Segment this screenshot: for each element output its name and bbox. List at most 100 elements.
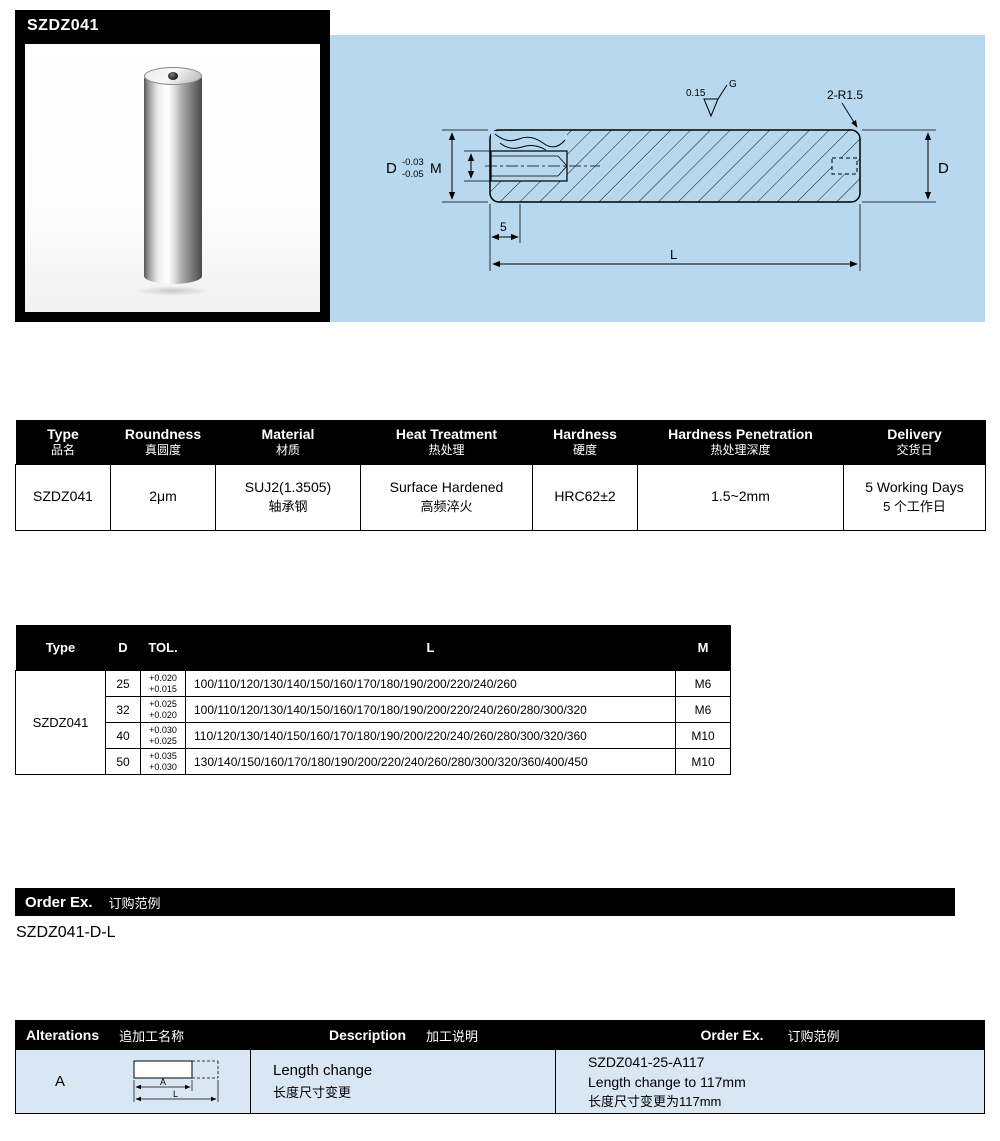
product-photo xyxy=(25,44,320,312)
dim-tol-lower: -0.05 xyxy=(402,169,424,180)
dim-lengths: 100/110/120/130/140/150/160/170/180/190/… xyxy=(185,696,676,723)
header-en: Heat Treatment xyxy=(395,426,498,442)
order-example-title-en: Order Ex. xyxy=(25,893,93,911)
delivery-en: 5 Working Days xyxy=(865,479,964,496)
spec-type: SZDZ041 xyxy=(15,463,111,531)
tol-upper: +0.020 xyxy=(149,672,177,683)
dim-m: M10 xyxy=(675,722,731,749)
corner-radius-leader xyxy=(841,102,858,128)
header-en: Type xyxy=(47,426,79,442)
dim-lengths: 110/120/130/140/150/160/170/180/190/200/… xyxy=(185,722,676,749)
spec-data-row: SZDZ041 2μm SUJ2(1.3505) 轴承钢 Surface Hard… xyxy=(15,463,986,531)
alteration-diagram: A L xyxy=(133,1060,219,1102)
dim-row: 40 +0.030+0.025 110/120/130/140/150/160/… xyxy=(16,722,731,749)
header-zh: 真圆度 xyxy=(144,443,181,458)
product-photo-box: SZDZ041 xyxy=(15,10,330,322)
dim-header-d: D xyxy=(105,625,141,671)
pin-top-face xyxy=(143,67,202,85)
order-example-header: Order Ex. 订购范例 xyxy=(15,888,955,916)
alteration-order-code: SZDZ041-25-A117 xyxy=(588,1053,705,1070)
finish-triangle-icon xyxy=(703,98,719,118)
header-en: Hardness xyxy=(553,426,617,442)
tol-lower: +0.025 xyxy=(149,735,177,746)
alteration-order-cell: SZDZ041-25-A117 Length change to 117mm 长… xyxy=(556,1050,984,1113)
alt-header-en: Order Ex. xyxy=(700,1027,764,1043)
alterations-header-name: Alterations 追加工名称 xyxy=(16,1026,251,1045)
dim-m: M6 xyxy=(675,696,731,723)
header-en: Delivery xyxy=(887,426,942,442)
dim-row: SZDZ041 25 +0.020+0.015 100/110/120/130/… xyxy=(15,670,731,775)
alteration-description-en: Length change xyxy=(273,1062,373,1079)
pin-body xyxy=(143,76,202,284)
tol-lower: +0.020 xyxy=(149,709,177,720)
pin-photo xyxy=(134,67,211,296)
alterations-header-row: Alterations 追加工名称 Description 加工说明 Order… xyxy=(16,1021,984,1049)
header-zh: 热处理 xyxy=(428,443,465,458)
alterations-table: Alterations 追加工名称 Description 加工说明 Order… xyxy=(15,1020,985,1114)
dim-label-D: D xyxy=(386,160,397,177)
alteration-order-desc-en: Length change to 117mm xyxy=(588,1073,746,1090)
delivery-zh: 5 个工作日 xyxy=(883,498,946,514)
hidden-center-hole xyxy=(831,157,858,175)
dim-header-m: M xyxy=(675,625,731,671)
tol-upper: +0.025 xyxy=(149,698,177,709)
spec-hardness: HRC62±2 xyxy=(532,463,638,531)
dim-lengths: 130/140/150/160/170/180/190/200/220/240/… xyxy=(185,748,676,775)
alterations-header-description: Description 加工说明 xyxy=(251,1026,556,1045)
dim-label-5: 5 xyxy=(500,220,507,234)
heat-zh: 高频淬火 xyxy=(420,498,473,514)
dim-tol-upper: -0.03 xyxy=(402,157,424,168)
dimension-table: Type D TOL. L M SZDZ041 25 +0.020+0.015 … xyxy=(15,625,731,775)
surface-finish-symbol: 0.15 G xyxy=(686,79,737,118)
header-zh: 材质 xyxy=(275,443,300,458)
finish-value: 0.15 xyxy=(686,88,706,99)
alterations-data-row: A A L xyxy=(16,1049,984,1113)
dim-tol: +0.025+0.020 xyxy=(140,696,186,723)
header-en: Material xyxy=(261,426,315,442)
material-en: SUJ2(1.3505) xyxy=(244,479,332,496)
technical-drawing: D -0.03 -0.05 M 0.15 G 2-R1.5 5 xyxy=(386,79,949,271)
corner-radius-label: 2-R1.5 xyxy=(827,88,863,102)
dim-label-M: M xyxy=(430,160,442,176)
dim-row: 32 +0.025+0.020 100/110/120/130/140/150/… xyxy=(16,696,731,723)
finish-flag-line xyxy=(717,84,728,100)
pin-thread-hole xyxy=(167,72,178,80)
spec-penetration: 1.5~2mm xyxy=(637,463,844,531)
part-number-title: SZDZ041 xyxy=(27,17,99,34)
spec-heat-treatment: Surface Hardened 高频淬火 xyxy=(360,463,533,531)
dim-row: 50 +0.035+0.030 130/140/150/160/170/180/… xyxy=(16,748,731,775)
finish-grade: G xyxy=(729,79,737,90)
dim-header-row: Type D TOL. L M xyxy=(15,625,731,671)
alt-header-zh: 加工说明 xyxy=(426,1028,479,1044)
dim-label-L: L xyxy=(670,247,677,262)
tol-upper: +0.035 xyxy=(149,750,177,761)
dim-type: SZDZ041 xyxy=(15,670,106,775)
order-example-code: SZDZ041-D-L xyxy=(16,924,116,941)
dim-header-l: L xyxy=(185,625,676,671)
alteration-code-cell: A A L xyxy=(16,1050,251,1113)
broken-out-region xyxy=(491,131,567,151)
dim-d: 25 xyxy=(105,670,141,697)
spec-material: SUJ2(1.3505) 轴承钢 xyxy=(215,463,361,531)
heat-en: Surface Hardened xyxy=(389,479,504,496)
diagram-label-l: L xyxy=(173,1089,178,1099)
alt-header-zh: 追加工名称 xyxy=(119,1028,185,1044)
diagram-part-outline xyxy=(133,1060,193,1078)
break-line-1 xyxy=(494,133,566,148)
dim-header-tol: TOL. xyxy=(140,625,186,671)
dim-m: M6 xyxy=(675,670,731,697)
spec-roundness: 2μm xyxy=(110,463,216,531)
dim-d: 40 xyxy=(105,722,141,749)
header-en: Roundness xyxy=(124,426,202,442)
alteration-description-zh: 长度尺寸变更 xyxy=(273,1085,352,1100)
material-zh: 轴承钢 xyxy=(268,498,308,514)
pin-shadow xyxy=(134,286,211,296)
